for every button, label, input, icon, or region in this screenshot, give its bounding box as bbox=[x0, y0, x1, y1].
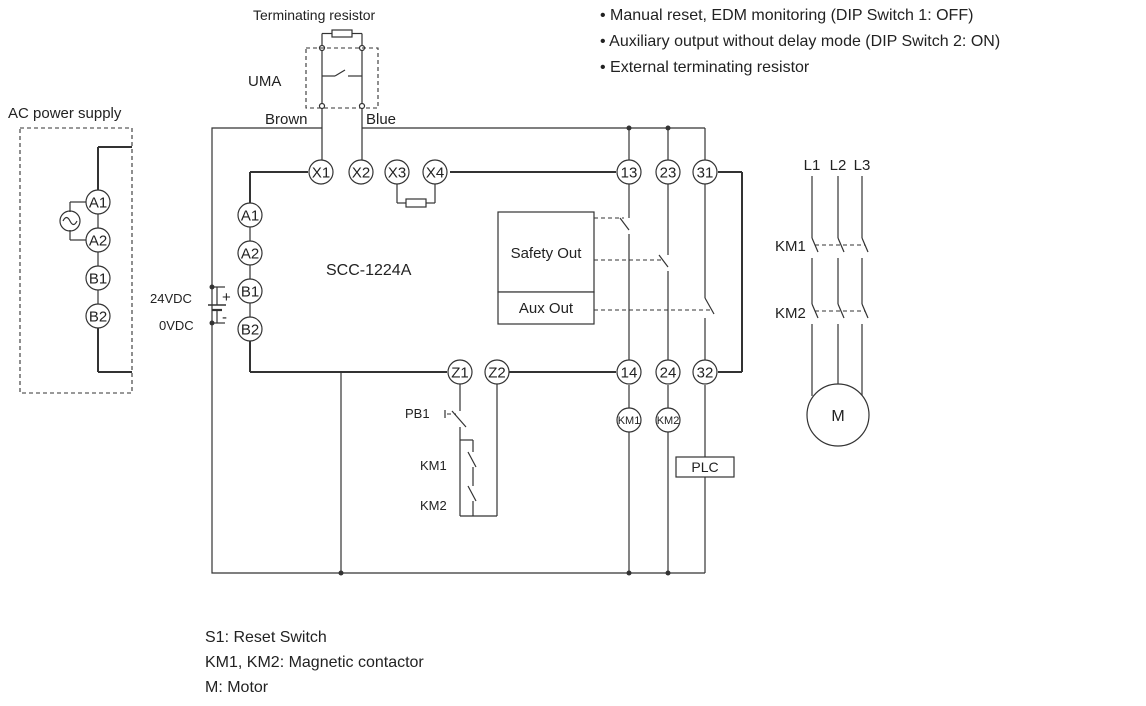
safety-out-box bbox=[497, 211, 595, 293]
l3-label: L3 bbox=[854, 157, 871, 174]
note-line-1: • Manual reset, EDM monitoring (DIP Swit… bbox=[600, 7, 973, 24]
coil-km1: KM1 bbox=[616, 407, 642, 433]
svg-text:KM1: KM1 bbox=[618, 415, 641, 427]
uma-box bbox=[305, 47, 379, 109]
aux-out-label: Aux Out bbox=[519, 300, 574, 317]
svg-text:31: 31 bbox=[697, 165, 714, 182]
svg-text:X3: X3 bbox=[388, 165, 406, 182]
svg-text:14: 14 bbox=[621, 365, 638, 382]
terminal-24: 24 bbox=[655, 359, 681, 385]
terminal-b2: B2 bbox=[237, 316, 263, 342]
ps-terminal-a1: A1 bbox=[85, 189, 111, 215]
coil-km2: KM2 bbox=[655, 407, 681, 433]
safety-out-label: Safety Out bbox=[511, 245, 583, 262]
terminal-32: 32 bbox=[692, 359, 718, 385]
l1-label: L1 bbox=[804, 157, 821, 174]
svg-text:A2: A2 bbox=[241, 246, 259, 263]
ps-terminal-b2: B2 bbox=[85, 303, 111, 329]
svg-text:A1: A1 bbox=[89, 195, 107, 212]
legend-line-1: S1: Reset Switch bbox=[205, 629, 327, 646]
motor-label: M bbox=[831, 408, 844, 425]
uma-switch bbox=[318, 50, 366, 110]
minus-label: - bbox=[222, 309, 227, 326]
svg-text:X2: X2 bbox=[352, 165, 370, 182]
km1-contact-label: KM1 bbox=[420, 458, 447, 473]
svg-text:B2: B2 bbox=[241, 322, 259, 339]
svg-text:B1: B1 bbox=[89, 271, 107, 288]
terminal-x4: X4 bbox=[422, 159, 448, 185]
legend-line-2: KM1, KM2: Magnetic contactor bbox=[205, 654, 424, 671]
blue-label: Blue bbox=[366, 111, 396, 128]
uma-label: UMA bbox=[248, 73, 281, 90]
aux-out-box bbox=[497, 291, 595, 325]
brown-label: Brown bbox=[265, 111, 308, 128]
terminal-a2: A2 bbox=[237, 240, 263, 266]
terminal-23: 23 bbox=[655, 159, 681, 185]
svg-text:KM2: KM2 bbox=[657, 415, 680, 427]
motor-symbol bbox=[806, 383, 870, 447]
internal-resistor-x3-x4 bbox=[396, 184, 436, 208]
motor-power-lines bbox=[811, 176, 869, 396]
svg-text:A1: A1 bbox=[241, 208, 259, 225]
device-name: SCC-1224A bbox=[326, 262, 412, 279]
24vdc-label: 24VDC bbox=[150, 291, 192, 306]
terminal-a1: A1 bbox=[237, 202, 263, 228]
ac-power-supply-wiring bbox=[69, 146, 132, 373]
output-contacts bbox=[594, 184, 715, 360]
ac-power-supply-label: AC power supply bbox=[8, 105, 122, 122]
dc-source-symbol bbox=[208, 287, 226, 323]
reset-edm-circuit bbox=[444, 384, 498, 517]
terminal-x2: X2 bbox=[348, 159, 374, 185]
svg-text:A2: A2 bbox=[89, 233, 107, 250]
uma-resistor bbox=[318, 29, 366, 52]
legend-line-3: M: Motor bbox=[205, 679, 269, 696]
terminal-x1: X1 bbox=[308, 159, 334, 185]
pb1-label: PB1 bbox=[405, 406, 430, 421]
outer-wiring bbox=[209, 125, 706, 576]
terminal-x3: X3 bbox=[384, 159, 410, 185]
0vdc-label: 0VDC bbox=[159, 318, 194, 333]
device-body bbox=[249, 171, 743, 373]
terminal-b1: B1 bbox=[237, 278, 263, 304]
svg-text:24: 24 bbox=[660, 365, 677, 382]
note-line-2: • Auxiliary output without delay mode (D… bbox=[600, 33, 1000, 50]
terminal-13: 13 bbox=[616, 159, 642, 185]
terminal-z1: Z1 bbox=[447, 359, 473, 385]
svg-text:B1: B1 bbox=[241, 284, 259, 301]
plc-label: PLC bbox=[691, 459, 718, 475]
svg-text:13: 13 bbox=[621, 165, 638, 182]
svg-text:X4: X4 bbox=[426, 165, 444, 182]
ac-power-supply-box bbox=[19, 127, 133, 394]
svg-text:32: 32 bbox=[697, 365, 714, 382]
terminating-resistor-label: Terminating resistor bbox=[253, 7, 375, 23]
terminal-z2: Z2 bbox=[484, 359, 510, 385]
terminal-14: 14 bbox=[616, 359, 642, 385]
svg-text:B2: B2 bbox=[89, 309, 107, 326]
ps-terminal-a2: A2 bbox=[85, 227, 111, 253]
plus-label: + bbox=[222, 289, 231, 306]
km1-main-label: KM1 bbox=[775, 238, 806, 255]
km2-main-label: KM2 bbox=[775, 305, 806, 322]
ac-source-symbol bbox=[59, 210, 81, 232]
svg-text:Z2: Z2 bbox=[488, 365, 506, 382]
svg-text:23: 23 bbox=[660, 165, 677, 182]
km2-contact-label: KM2 bbox=[420, 498, 447, 513]
plc-box bbox=[675, 456, 735, 478]
ps-terminal-b1: B1 bbox=[85, 265, 111, 291]
svg-text:X1: X1 bbox=[312, 165, 330, 182]
l2-label: L2 bbox=[830, 157, 847, 174]
terminal-31: 31 bbox=[692, 159, 718, 185]
svg-text:Z1: Z1 bbox=[451, 365, 469, 382]
note-line-3: • External terminating resistor bbox=[600, 59, 810, 76]
